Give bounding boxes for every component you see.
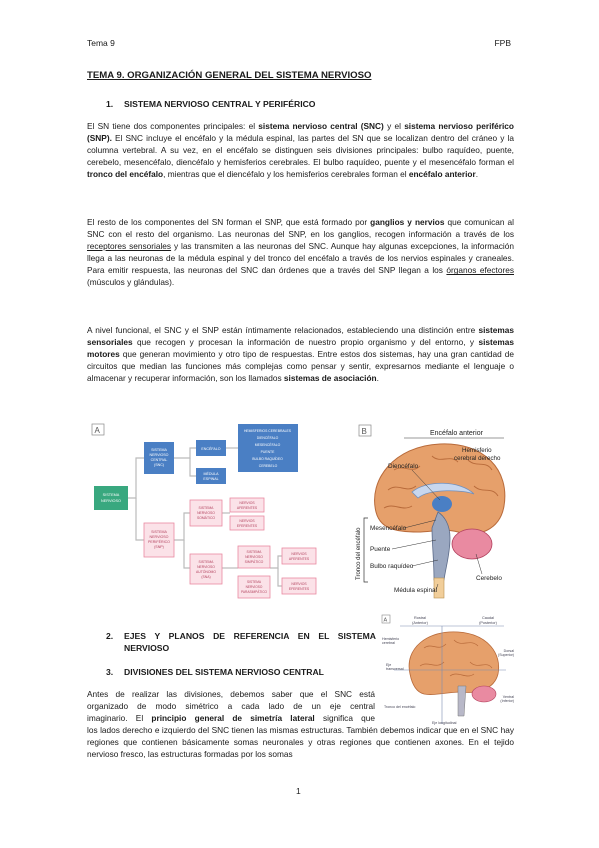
- paragraph-4-line-1: Antes de realizar las divisiones, debemo…: [87, 689, 375, 699]
- section-2-number: 2.: [106, 631, 114, 641]
- simpatico-box: [237, 545, 271, 569]
- cerebelo-shape: [451, 528, 493, 560]
- medula-shape: [433, 577, 445, 599]
- eferentes-box: [229, 515, 265, 531]
- brainstem-shape: [431, 511, 451, 581]
- fig-b-label: B: [362, 427, 367, 436]
- paragraph-1: El SN tiene dos componentes principales:…: [87, 121, 514, 180]
- label-mesencefalo: Mesencéfalo: [370, 525, 407, 532]
- paragraph-4-line-2: organizado de modo simétrico a cada lado…: [87, 701, 375, 711]
- aferentes2-box: [281, 547, 317, 565]
- svg-text:HEMISFERIOS CEREBRALES DIE: HEMISFERIOS CEREBRALES DIENCÉFALO MESENC…: [244, 429, 292, 468]
- paragraph-4-rest: los lados derecho e izquierdo del SNC ti…: [87, 725, 514, 760]
- label-eje-longitudinal: Eje longitudinal: [432, 721, 457, 725]
- label-diencefalo: Diencéfalo: [388, 463, 419, 470]
- root-box: [94, 486, 128, 510]
- brain-shape: [408, 631, 500, 695]
- section-3-number: 3.: [106, 667, 114, 677]
- paragraph-4-line-3: imaginario. El principio general de sime…: [87, 713, 375, 723]
- label-tronco-c: Tronco del encéfalo: [384, 705, 415, 709]
- label-medula: Médula espinal: [394, 587, 437, 594]
- parasimpatico-box: [237, 575, 271, 599]
- encefalo-parts-box: [238, 424, 298, 472]
- document-title: TEMA 9. ORGANIZACIÓN GENERAL DEL SISTEMA…: [87, 70, 372, 81]
- paragraph-3: A nivel funcional, el SNC y el SNP están…: [87, 325, 514, 384]
- diencefalo-shape: [432, 496, 452, 512]
- fig-a-label-box: [91, 423, 105, 436]
- encefalo-box: [196, 440, 226, 456]
- somatico-box: [189, 499, 223, 527]
- label-caudal: Caudal(Posterior): [479, 616, 497, 625]
- autonomo-box: [189, 553, 223, 585]
- label-dorsal: Dorsal(Superior): [498, 649, 514, 657]
- aferentes-box: [229, 497, 265, 513]
- fig-c-label: A: [384, 618, 388, 624]
- header-left: Tema 9: [87, 38, 115, 48]
- eferentes2-box: [281, 577, 317, 595]
- snc-box: [144, 442, 174, 474]
- label-encefalo-anterior: Encéfalo anterior: [430, 430, 484, 437]
- snp-box: [143, 522, 175, 558]
- section-1-number: 1.: [106, 99, 114, 109]
- label-cerebelo: Cerebelo: [476, 575, 502, 582]
- label-ventral: Ventral(Inferior): [500, 695, 514, 703]
- label-tronco: Tronco del encéfalo: [356, 527, 362, 580]
- brain-axes-figure: A Rostral(Anterior) Caudal(Posterior) He…: [380, 612, 516, 726]
- page-number: 1: [296, 786, 301, 796]
- label-rostral: Rostral(Anterior): [412, 616, 429, 625]
- section-2-title-line2: NERVIOSO: [124, 643, 170, 653]
- header-right: FPB: [494, 38, 511, 48]
- label-puente: Puente: [370, 546, 391, 553]
- paragraph-2: El resto de los componentes del SN forma…: [87, 217, 515, 288]
- section-2-title-line1: EJES Y PLANOS DE REFERENCIA EN EL SISTEM…: [124, 631, 376, 641]
- svg-text:ENCÉFALO: ENCÉFALO: [201, 446, 220, 451]
- fig-a-label: A: [95, 426, 101, 435]
- brain-sagittal-figure: B Encéfalo anterior Tronco del encéfalo …: [354, 420, 516, 602]
- medula-box: [196, 468, 226, 484]
- section-3-title: DIVISIONES DEL SISTEMA NERVIOSO CENTRAL: [124, 667, 324, 677]
- label-bulbo: Bulbo raquídeo: [370, 563, 414, 570]
- section-1-title: SISTEMA NERVIOSO CENTRAL Y PERIFÉRICO: [124, 99, 316, 109]
